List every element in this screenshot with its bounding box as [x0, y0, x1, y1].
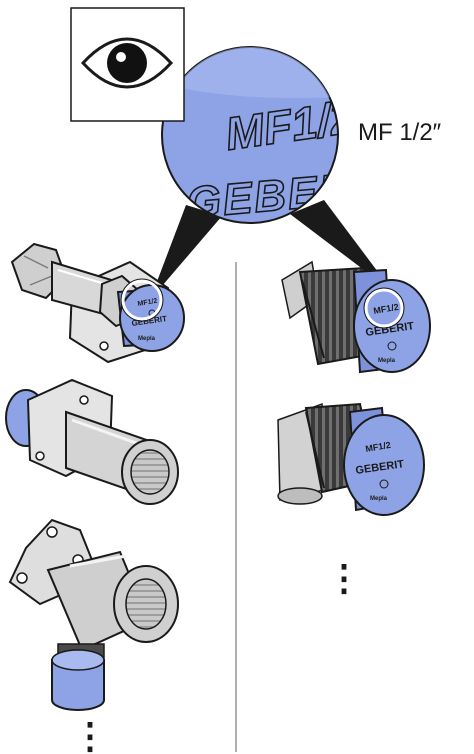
fitting-compression-wall-disk: MF1/2 GEBERIT Mepla	[10, 242, 185, 364]
magnifier-callout: MF1/2 GEBERIT MF 1/2″	[70, 7, 442, 300]
cap-fine-print: Mepla	[138, 336, 156, 342]
cap-marking-text: MF1/2	[373, 302, 400, 316]
fitting-straight-ribbed: MF1/2 GEBERIT Mepla	[281, 260, 431, 374]
cap-face	[343, 414, 425, 516]
eye-icon	[80, 37, 174, 89]
cap-fine-print: Mepla	[370, 496, 388, 502]
fitting-elbow-wall	[8, 518, 179, 711]
fitting-elbow-ribbed: MF1/2 GEBERIT Mepla	[277, 402, 425, 516]
fitting-wall-disk-female	[5, 378, 179, 505]
size-label: MF 1/2″	[358, 119, 442, 146]
cap-marking-text: MF1/2	[137, 298, 158, 308]
marking-highlight-ring	[364, 288, 404, 328]
callout-pointer-right	[290, 200, 393, 292]
continuation-dots-right: ⋮	[326, 557, 362, 598]
cap-marking-text: MF1/2	[365, 440, 392, 454]
cap-fine-print: Mepla	[378, 358, 396, 364]
marking-highlight-ring	[121, 279, 163, 321]
continuation-dots-left: ⋮	[72, 715, 108, 754]
callout-pointer-left	[150, 205, 222, 300]
